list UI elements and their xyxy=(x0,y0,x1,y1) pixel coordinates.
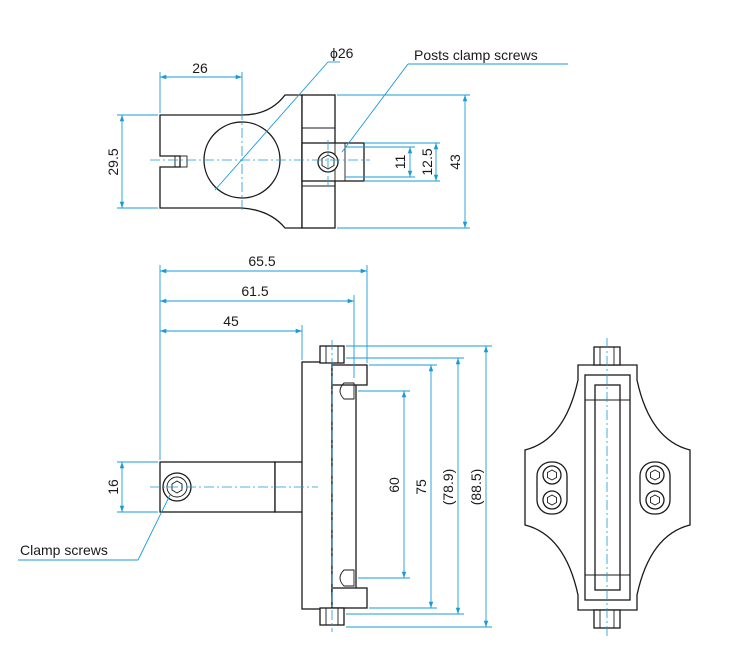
post-body xyxy=(301,361,333,610)
left-screw-lower-icon xyxy=(542,490,562,510)
clamp-screws-callout: Clamp screws xyxy=(20,542,108,558)
dim-61-5-label: 61.5 xyxy=(241,283,268,299)
dim-43-label: 43 xyxy=(447,154,463,170)
dim-phi26-label: ϕ26 xyxy=(330,45,354,61)
right-screw-lower-icon xyxy=(645,490,665,510)
dim-16-label: 16 xyxy=(105,479,121,495)
dim-26-label: 26 xyxy=(192,60,208,76)
dim-29-5-label: 29.5 xyxy=(105,148,121,175)
dim-78-9-label: (78.9) xyxy=(440,469,456,506)
front-view: 65.5 61.5 45 16 60 75 (78.9) (88.5) xyxy=(18,253,492,632)
posts-clamp-screws-callout: Posts clamp screws xyxy=(414,47,538,63)
dim-60-label: 60 xyxy=(386,477,402,493)
dim-75-label: 75 xyxy=(413,479,429,495)
side-view xyxy=(524,338,691,636)
dim-12-5-label: 12.5 xyxy=(419,148,435,175)
dim-65-5-label: 65.5 xyxy=(248,253,275,269)
dim-11-label: 11 xyxy=(392,155,408,170)
right-screw-upper-icon xyxy=(645,465,665,485)
dim-88-5-label: (88.5) xyxy=(468,469,484,506)
left-screw-upper-icon xyxy=(542,465,562,485)
post-inner xyxy=(331,379,357,596)
top-view: 26 ϕ26 Posts clamp screws 29.5 11 12.5 4… xyxy=(105,45,568,229)
dim-45-label: 45 xyxy=(223,313,239,329)
